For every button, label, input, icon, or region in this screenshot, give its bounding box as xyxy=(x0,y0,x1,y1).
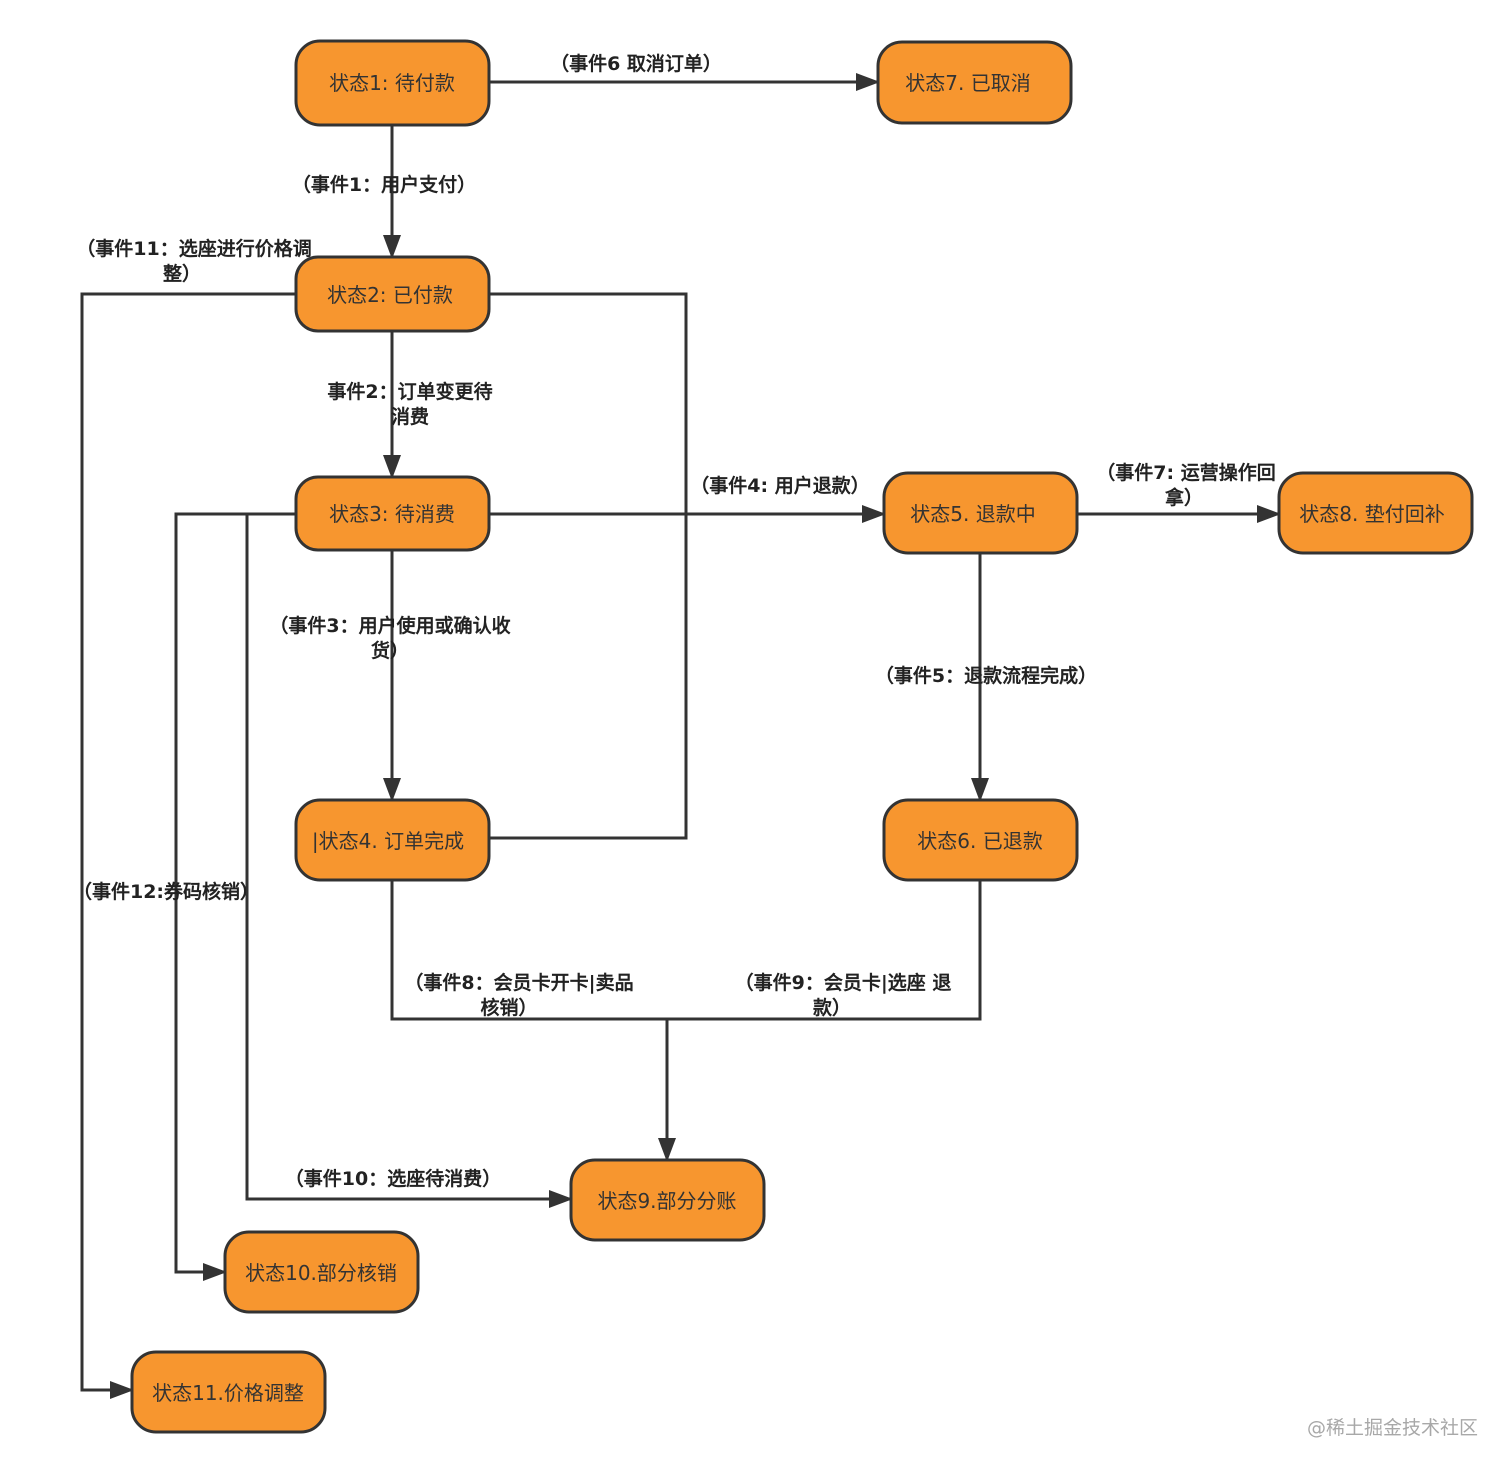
state-6-label: 状态6. 已退款 xyxy=(917,829,1042,853)
event-3-label-line2: 货） xyxy=(371,639,409,662)
state-3-label: 状态3: 待消费 xyxy=(329,502,455,526)
state-11-label: 状态11.价格调整 xyxy=(152,1381,304,1405)
state-10-label: 状态10.部分核销 xyxy=(245,1261,397,1285)
edge-s6-merge xyxy=(667,880,982,1021)
event-8-label-line1: （事件8：会员卡开卡|卖品 xyxy=(404,971,633,994)
state-9-label: 状态9.部分分账 xyxy=(597,1189,736,1213)
edge-s2-s11 xyxy=(80,292,296,1399)
state-3: 状态3: 待消费 xyxy=(294,475,491,552)
state-2-label: 状态2: 已付款 xyxy=(327,283,453,307)
state-6: 状态6. 已退款 xyxy=(882,798,1079,882)
watermark: @稀土掘金技术社区 xyxy=(1306,1417,1478,1439)
event-6-label: （事件6 取消订单） xyxy=(550,52,722,75)
event-9-label-line1: （事件9：会员卡|选座 退 xyxy=(735,971,952,994)
state-9: 状态9.部分分账 xyxy=(569,1158,766,1242)
event-8-label-line2: 核销） xyxy=(480,996,537,1019)
event-2-label-line1: 事件2：订单变更待 xyxy=(327,380,492,403)
state-4: |状态4. 订单完成 xyxy=(294,798,491,882)
edge-s4-merge xyxy=(390,880,667,1021)
event-12-label: （事件12:券码核销） xyxy=(73,880,259,903)
event-9-label-line2: 款） xyxy=(813,996,851,1019)
nodes: 状态1: 待付款 状态7. 已取消 状态2: 已付款 状态3: 待消费 |状态4… xyxy=(130,39,1474,1434)
state-5-label: 状态5. 退款中 xyxy=(910,502,1035,526)
event-1-label: （事件1：用户支付） xyxy=(292,173,476,196)
state-8-label: 状态8. 垫付回补 xyxy=(1299,502,1444,526)
state-1: 状态1: 待付款 xyxy=(294,39,491,127)
state-2: 状态2: 已付款 xyxy=(294,255,491,333)
state-7: 状态7. 已取消 xyxy=(876,40,1073,125)
event-2-label-line2: 消费 xyxy=(391,405,429,428)
event-11-label-line1: （事件11：选座进行价格调 xyxy=(76,237,311,260)
event-3-label-line1: （事件3：用户使用或确认收 xyxy=(269,614,510,637)
edge-labels: （事件6 取消订单） （事件1：用户支付） （事件11：选座进行价格调 整） 事… xyxy=(73,52,1276,1190)
event-5-label: （事件5：退款流程完成） xyxy=(875,664,1097,687)
state-10: 状态10.部分核销 xyxy=(223,1230,420,1314)
edges xyxy=(80,73,1281,1399)
state-7-label: 状态7. 已取消 xyxy=(905,71,1030,95)
edge-s2-s4-loop xyxy=(489,292,688,840)
event-11-label-line2: 整） xyxy=(163,262,201,285)
state-1-label: 状态1: 待付款 xyxy=(329,71,455,95)
event-4-label: （事件4: 用户退款） xyxy=(690,474,869,497)
state-8: 状态8. 垫付回补 xyxy=(1277,471,1474,555)
event-10-label: （事件10：选座待消费） xyxy=(285,1167,501,1190)
event-7-label-line2: 拿） xyxy=(1164,486,1203,509)
edge-s3-s10 xyxy=(174,512,247,1281)
event-7-label-line1: （事件7: 运营操作回 xyxy=(1096,461,1275,484)
state-11: 状态11.价格调整 xyxy=(130,1350,327,1434)
state-4-label: |状态4. 订单完成 xyxy=(312,829,464,853)
edge-s3-s9 xyxy=(245,512,573,1208)
state-5: 状态5. 退款中 xyxy=(882,471,1079,555)
